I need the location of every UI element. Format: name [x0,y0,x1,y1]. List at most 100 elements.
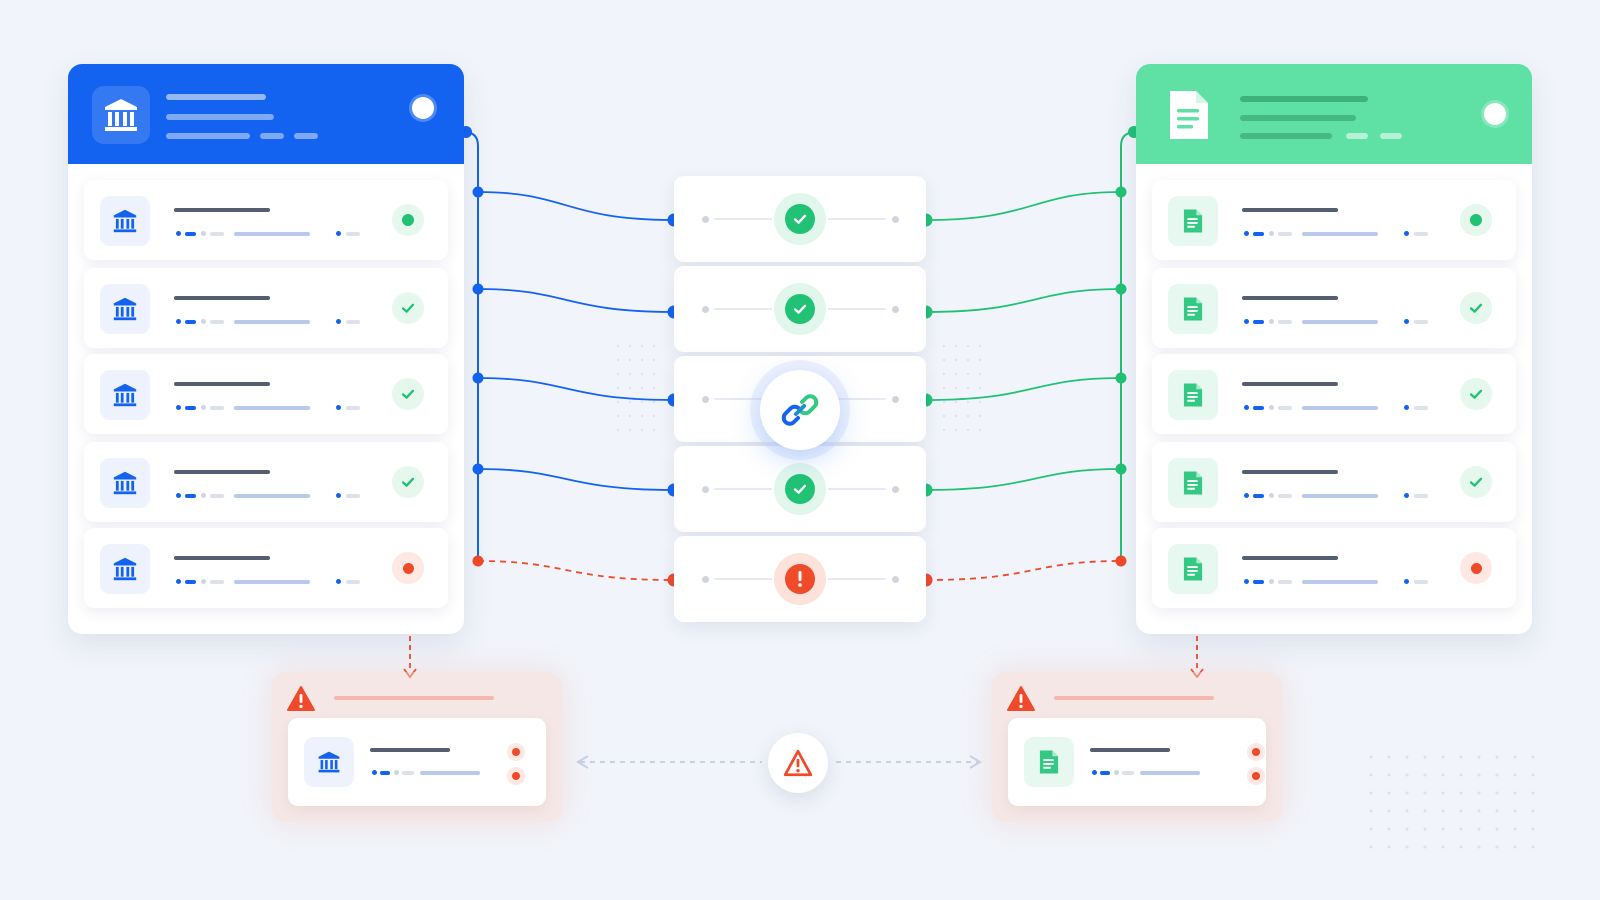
error-dot-icon [392,552,424,584]
placeholder-line [402,771,414,775]
connector-track [828,488,886,490]
placeholder-line [1302,494,1378,498]
exception-record[interactable] [288,718,546,806]
placeholder-line [1302,320,1378,324]
decorative-dot [652,386,656,390]
bank-transaction-row[interactable] [84,528,448,608]
bank-exception-card[interactable] [272,672,562,822]
check-circle-icon [774,463,826,515]
link-icon[interactable] [760,370,840,450]
left-match-connector [477,468,675,491]
placeholder-line [185,232,196,236]
placeholder-dot [176,579,181,584]
placeholder-line [185,406,196,410]
placeholder-line [1140,771,1200,775]
match-card-matched[interactable] [674,266,926,352]
match-card-mismatch[interactable] [674,536,926,622]
decorative-dot [954,414,958,418]
decorative-dot [628,372,632,376]
decorative-dot [616,386,620,390]
placeholder-line [1253,406,1264,410]
bank-transaction-row[interactable] [84,180,448,260]
ledger-document-row[interactable] [1152,180,1516,260]
match-card-matched[interactable] [674,176,926,262]
placeholder-dot [394,770,399,775]
document-exception-card[interactable] [992,672,1282,822]
mismatch-alert-button[interactable] [768,733,828,793]
decorative-dot [628,344,632,348]
placeholder-line [1414,580,1428,584]
error-dot [512,772,520,780]
decorative-dot [640,428,644,432]
check-icon [392,466,424,498]
decorative-dot [966,428,970,432]
connector-node [892,486,899,493]
placeholder-line [234,580,310,584]
decorative-dot [640,344,644,348]
connector-track [828,308,886,310]
placeholder-line [1242,296,1338,300]
document-icon [1168,458,1218,508]
connector-node [702,216,709,223]
header-toggle[interactable] [1484,103,1506,125]
placeholder-dot [1269,231,1274,236]
exception-link-arrowhead [576,755,589,769]
ledger-document-row[interactable] [1152,354,1516,434]
decorative-dot [652,372,656,376]
decorative-dot [978,344,982,348]
ledger-document-row[interactable] [1152,528,1516,608]
bank-transaction-row[interactable] [84,354,448,434]
placeholder-line [1253,494,1264,498]
placeholder-line [1242,470,1338,474]
header-toggle[interactable] [412,97,434,119]
placeholder-line [1414,406,1428,410]
right-match-connector [925,560,1122,581]
decorative-dot [628,400,632,404]
placeholder-dot [336,405,341,410]
decorative-dot [954,344,958,348]
exception-record[interactable] [1008,718,1266,806]
placeholder-dot [1404,579,1409,584]
match-card-matched[interactable] [674,446,926,532]
ledger-document-row[interactable] [1152,268,1516,348]
placeholder-line [1100,771,1110,775]
placeholder-dot [1092,770,1097,775]
header-placeholder-line [166,133,250,139]
error-dot [1252,772,1260,780]
placeholder-dot [176,493,181,498]
decorative-dot [954,386,958,390]
connector-node [892,576,899,583]
bank-icon [100,458,150,508]
placeholder-line [1302,580,1378,584]
connector-node [892,396,899,403]
ledger-document-row[interactable] [1152,442,1516,522]
placeholder-dot [1269,319,1274,324]
placeholder-line [1278,320,1292,324]
bank-transaction-row[interactable] [84,268,448,348]
placeholder-line [380,771,390,775]
bank-transaction-row[interactable] [84,442,448,522]
header-placeholder-line [1346,133,1368,139]
placeholder-line [1414,494,1428,498]
placeholder-line [1242,556,1338,560]
decorative-dot [616,344,620,348]
bank-icon [92,86,150,144]
decorative-dot [978,372,982,376]
placeholder-dot [1269,579,1274,584]
placeholder-line [210,494,224,498]
document-icon [1168,370,1218,420]
connector-node [1115,555,1127,567]
bank-panel-header [68,64,464,164]
connector-node [702,576,709,583]
document-icon [1168,196,1218,246]
placeholder-line [174,382,270,386]
connector-node [1115,283,1127,295]
check-icon [1460,292,1492,324]
check-icon [1460,466,1492,498]
placeholder-dot [1404,231,1409,236]
placeholder-dot [201,231,206,236]
left-match-connector [477,560,675,581]
bank-icon [100,370,150,420]
connector-node [472,463,484,475]
exception-arrowhead [403,668,417,679]
